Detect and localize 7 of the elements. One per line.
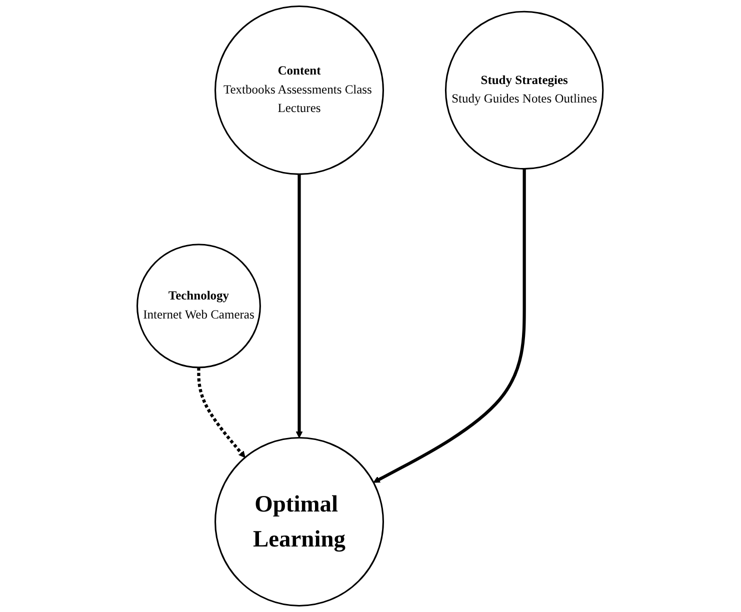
node-circle: Technology Internet Web Cameras — [136, 244, 262, 368]
node-circle: Study Strategies Study Guides Notes Outlines — [445, 10, 604, 170]
arrow — [198, 367, 246, 458]
arrow — [374, 168, 526, 483]
node-circle: Optimal Learning — [214, 437, 384, 607]
node-circle: Content Textbooks Assessments Class Lectures — [214, 5, 384, 175]
arrow — [296, 174, 304, 438]
